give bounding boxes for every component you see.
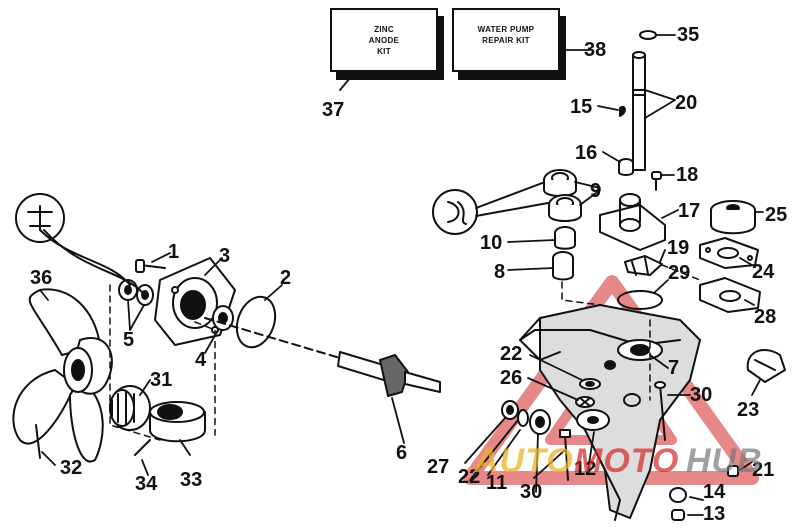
- zinc-kit-line-2: ANODE: [368, 36, 400, 45]
- callout-21: 21: [752, 459, 775, 481]
- bearing: [212, 305, 234, 331]
- callout-32: 32: [60, 457, 83, 479]
- callout-22-upper: 22: [500, 343, 523, 365]
- callout-15: 15: [570, 96, 593, 118]
- callout-29: 29: [668, 262, 691, 284]
- seal-detail-left: [15, 193, 143, 293]
- cotter-pin: [35, 424, 41, 459]
- callout-28: 28: [754, 306, 777, 328]
- callout-37: 37: [322, 99, 345, 121]
- drive-shaft: [632, 51, 646, 171]
- callout-24: 24: [752, 261, 775, 283]
- callout-26: 26: [500, 367, 523, 389]
- housing-bolts: [559, 381, 666, 481]
- callout-18: 18: [676, 164, 699, 186]
- callout-13: 13: [703, 503, 726, 525]
- callout-14: 14: [703, 481, 726, 503]
- callout-30-lower: 30: [520, 481, 543, 503]
- pump-kit-line-1: WATER PUMP: [477, 25, 535, 34]
- impeller-cup: [710, 200, 756, 235]
- propeller: [12, 288, 113, 463]
- callout-7: 7: [668, 357, 680, 379]
- callout-4: 4: [195, 349, 207, 371]
- pump-liner: [624, 255, 663, 276]
- callout-27: 27: [427, 456, 450, 478]
- callout-8: 8: [494, 261, 506, 283]
- pump-insert: [618, 158, 634, 176]
- fill-screw: [727, 465, 739, 477]
- callout-10: 10: [480, 232, 503, 254]
- bearing-housing: [154, 257, 236, 346]
- thrust-washer: [109, 385, 151, 431]
- leader-lines: [39, 34, 764, 516]
- callout-35: 35: [677, 24, 700, 46]
- water-pump-kit-label: WATER PUMP REPAIR KIT: [454, 10, 558, 46]
- watermark-text: AUTO MOTO HUB: [474, 444, 800, 484]
- callout-16: 16: [575, 142, 598, 164]
- shaft-o-ring: [639, 30, 657, 40]
- zinc-kit-line-3: KIT: [377, 47, 391, 56]
- retainer-ring: [501, 400, 519, 420]
- washers: [118, 279, 154, 306]
- callout-34: 34: [135, 473, 158, 495]
- trim-anode: [746, 349, 786, 383]
- pinion-gear: [576, 409, 610, 431]
- watermark-moto: MOTO: [574, 442, 680, 480]
- lower-bushing: [552, 251, 574, 281]
- screw: [135, 259, 166, 273]
- dashed-guide-right: [561, 264, 701, 401]
- propeller-shaft-gear: [337, 351, 441, 397]
- callout-20: 20: [675, 92, 698, 114]
- zinc-kit-line-1: ZINC: [374, 25, 394, 34]
- callout-12: 12: [574, 458, 597, 480]
- callout-9: 9: [590, 180, 602, 202]
- housing-o-ring: [617, 290, 663, 310]
- callout-11: 11: [486, 472, 508, 494]
- shear-pin: [134, 439, 151, 456]
- dashed-guide: [109, 284, 216, 441]
- callout-36: 36: [30, 267, 53, 289]
- callout-30-upper: 30: [690, 384, 713, 406]
- water-pump-repair-kit-box: WATER PUMP REPAIR KIT: [452, 8, 560, 72]
- callout-1: 1: [168, 241, 180, 263]
- pump-kit-line-2: REPAIR KIT: [482, 36, 530, 45]
- assembly-centerline: [204, 317, 341, 359]
- callout-6: 6: [396, 442, 408, 464]
- drain-plugs: [669, 487, 687, 521]
- seal-detail-right: [432, 181, 549, 235]
- pump-screw: [651, 171, 662, 191]
- callout-19: 19: [667, 237, 690, 259]
- callout-31: 31: [150, 369, 173, 391]
- zinc-anode-kit-box: ZINC ANODE KIT: [330, 8, 438, 72]
- o-ring: [235, 295, 277, 349]
- gear-bearing: [529, 409, 551, 435]
- gearcase-housing: [519, 304, 701, 521]
- pump-base: [599, 193, 666, 251]
- watermark-hub: HUB: [686, 442, 763, 480]
- callout-3: 3: [219, 245, 231, 267]
- bushing: [554, 226, 576, 250]
- seals: [543, 169, 582, 222]
- callout-25: 25: [765, 204, 788, 226]
- callout-22-lower: 22: [458, 466, 481, 488]
- callout-17: 17: [678, 200, 701, 222]
- zinc-anode-kit-label: ZINC ANODE KIT: [332, 10, 436, 57]
- small-washers: [517, 378, 601, 427]
- callout-33: 33: [180, 469, 203, 491]
- callout-5: 5: [123, 329, 135, 351]
- pump-gasket: [699, 277, 761, 313]
- watermark-auto: AUTO: [474, 442, 574, 480]
- callout-38: 38: [584, 39, 607, 61]
- drive-key: [619, 106, 626, 117]
- callout-2: 2: [280, 267, 292, 289]
- prop-spacer: [149, 401, 206, 443]
- callout-23: 23: [737, 399, 760, 421]
